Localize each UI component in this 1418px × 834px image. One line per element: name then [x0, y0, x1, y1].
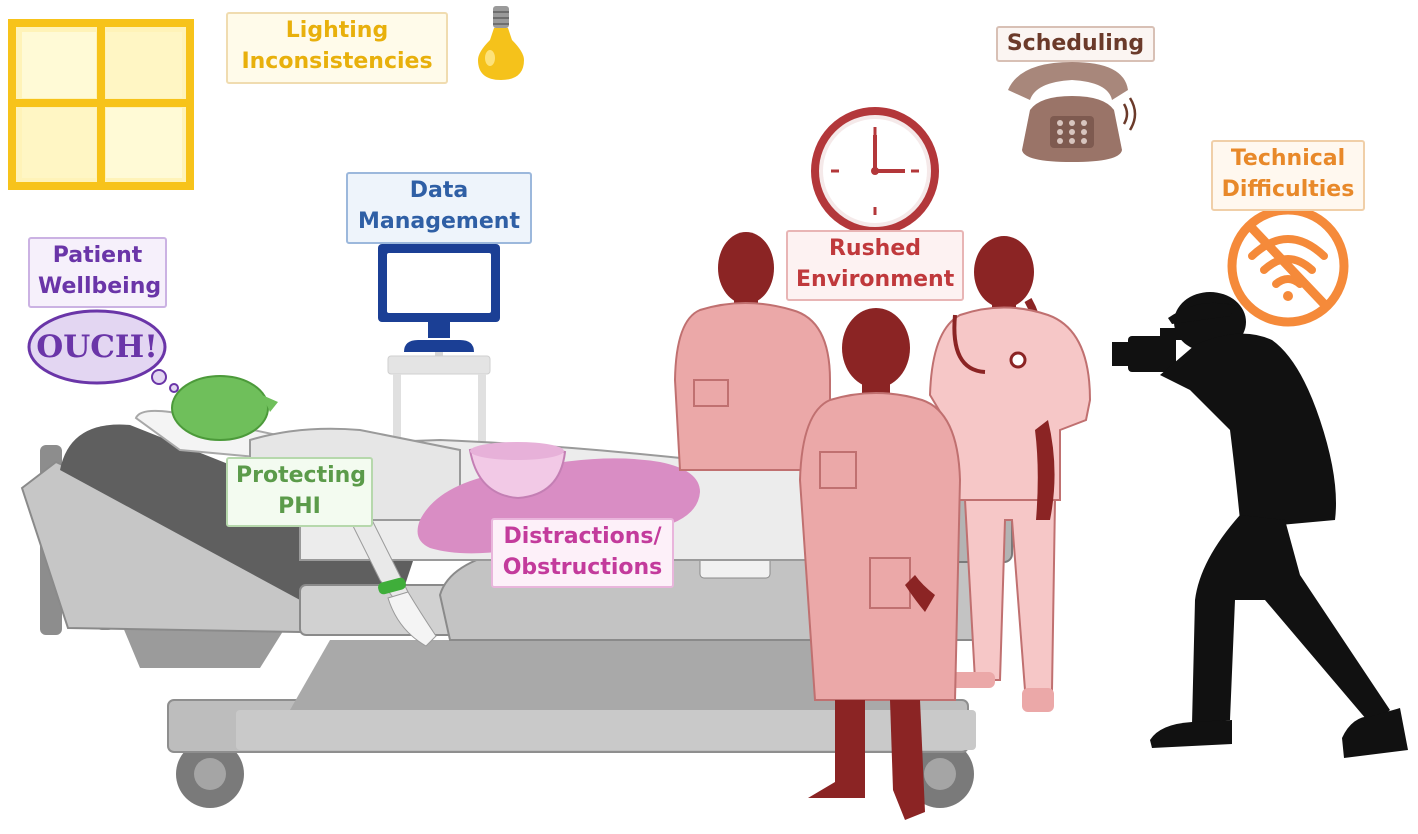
- label-line: Data: [409, 178, 469, 203]
- patient-wellbeing-label: Patient Wellbeing: [28, 237, 167, 308]
- scheduling-label: Scheduling: [996, 26, 1155, 62]
- label-line: Difficulties: [1221, 177, 1355, 202]
- protecting-phi-label: Protecting PHI: [226, 457, 373, 527]
- rushed-environment-label: Rushed Environment: [786, 230, 964, 301]
- clock-icon: [811, 107, 939, 235]
- telephone-icon: [1008, 62, 1137, 162]
- technical-difficulties-label: Technical Difficulties: [1211, 140, 1365, 211]
- lighting-inconsistencies-label: Lighting Inconsistencies: [226, 12, 448, 84]
- photographer-figure: [1150, 292, 1408, 758]
- thought-bubble: [27, 309, 179, 393]
- camera-icon: [1112, 328, 1182, 372]
- no-wifi-icon: [1227, 205, 1349, 327]
- window-icon: [8, 19, 194, 190]
- label-line: Technical: [1230, 146, 1346, 171]
- light-bulb-icon: [478, 6, 524, 80]
- ouch-speech: OUCH!: [36, 329, 158, 365]
- doctor-figure-front: [798, 308, 962, 820]
- label-line: PHI: [278, 494, 321, 519]
- label-line: Wellbeing: [38, 274, 162, 299]
- label-line: Management: [358, 209, 520, 234]
- label-line: Lighting: [285, 18, 389, 43]
- distractions-obstructions-label: Distractions/ Obstructions: [491, 518, 674, 588]
- label-line: Rushed: [828, 236, 922, 261]
- doctor-figure-left: [673, 232, 831, 471]
- monitor-icon: [378, 244, 500, 454]
- nurse-figure: [928, 236, 1092, 712]
- label-line: Obstructions: [502, 555, 663, 580]
- label-line: Inconsistencies: [241, 49, 433, 74]
- label-line: Patient: [52, 243, 143, 268]
- label-line: Distractions/: [503, 524, 662, 549]
- data-management-label: Data Management: [346, 172, 532, 244]
- label-line: Environment: [796, 267, 955, 292]
- label-line: Protecting: [236, 463, 367, 488]
- label-line: Scheduling: [1006, 31, 1145, 56]
